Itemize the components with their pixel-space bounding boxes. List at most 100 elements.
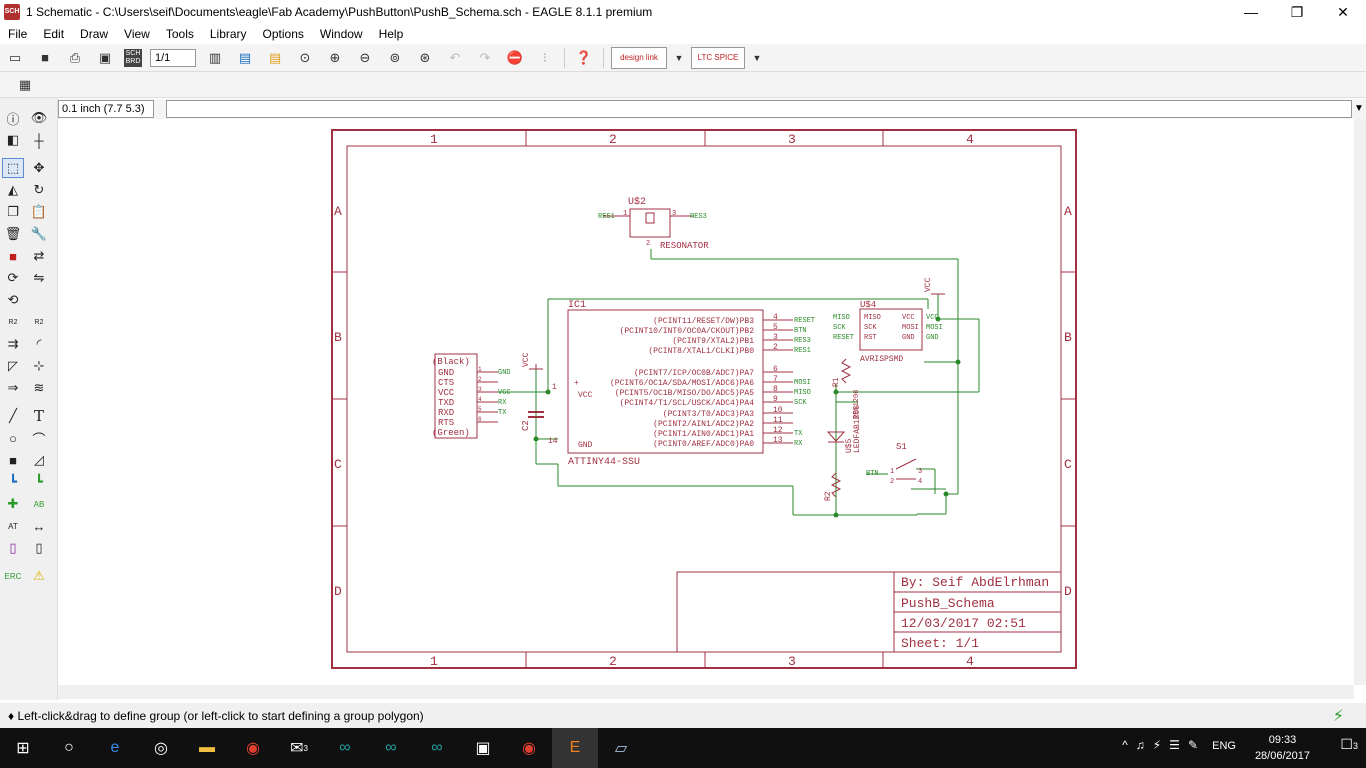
eagle-taskbar-icon[interactable]: E xyxy=(552,728,598,768)
module-icon[interactable]: ▯ xyxy=(35,540,43,555)
resistor-r1[interactable]: R1 RES1206 xyxy=(832,358,861,419)
resonator-u2[interactable]: U$2 RESONATOR RES1 RES3 1 3 2 xyxy=(598,196,709,251)
label-icon[interactable]: AB xyxy=(33,499,45,509)
grid-icon[interactable]: ▦ xyxy=(18,76,32,92)
rect-icon[interactable]: ■ xyxy=(9,452,17,468)
restore-button[interactable]: ❐ xyxy=(1290,3,1304,20)
cam-icon[interactable]: ▣ xyxy=(98,49,112,65)
frame-icon[interactable]: ▯ xyxy=(9,540,17,555)
zoom-fit-icon[interactable]: ⊙ xyxy=(299,49,311,65)
arduino-icon[interactable]: ∞ xyxy=(385,739,397,756)
search-icon[interactable]: ○ xyxy=(64,739,74,756)
replace-icon[interactable]: ⟳ xyxy=(7,270,19,285)
undo-icon[interactable]: ↶ xyxy=(449,49,461,65)
help-icon[interactable]: ❓ xyxy=(575,49,593,65)
schematic-drawing[interactable]: 1 2 3 4 1 2 3 4 A B C D A B C D By: Seif… xyxy=(58,119,1354,685)
eye-icon[interactable]: 👁 xyxy=(30,110,48,125)
ripup-icon[interactable]: ≋ xyxy=(33,380,45,395)
arduino-icon[interactable]: ∞ xyxy=(339,739,351,756)
zoom-in-icon[interactable]: ⊕ xyxy=(329,49,341,65)
zoom-select-icon[interactable]: ⊛ xyxy=(419,49,431,65)
menu-edit[interactable]: Edit xyxy=(43,27,65,41)
chrome-icon[interactable]: ◉ xyxy=(522,740,536,757)
sheets-icon[interactable]: ▥ xyxy=(208,49,222,65)
status-go-icon[interactable]: ⚡ xyxy=(1332,707,1344,725)
minimize-button[interactable]: — xyxy=(1244,4,1258,20)
sch-brd-switch-button[interactable]: SCH BRD xyxy=(124,48,142,67)
capacitor-c2[interactable]: C2 xyxy=(521,411,544,431)
menu-file[interactable]: File xyxy=(8,27,28,41)
stop-icon[interactable]: ⛔ xyxy=(506,49,524,65)
switch-s1[interactable]: S1 BTN 1 2 3 4 xyxy=(866,442,922,486)
value-icon[interactable]: R2 xyxy=(34,318,44,326)
zoom-redraw-icon[interactable]: ⊚ xyxy=(389,49,401,65)
ltc-spice-button[interactable]: LTC SPICE xyxy=(691,46,745,69)
explorer-icon[interactable]: ▬ xyxy=(199,739,215,756)
sheet-select[interactable]: 1/1 xyxy=(150,48,196,67)
notification-icon[interactable]: ☐3 xyxy=(1340,736,1358,752)
smash-icon[interactable]: ⇉ xyxy=(7,336,19,351)
redo-icon[interactable]: ↷ xyxy=(479,49,491,65)
optimize-icon[interactable]: ⊹ xyxy=(33,358,45,373)
copy-icon[interactable]: ❐ xyxy=(7,204,19,219)
miter-icon[interactable]: ◜ xyxy=(36,336,42,351)
print-icon[interactable]: ⎙ xyxy=(69,49,81,65)
erc-icon[interactable]: ERC xyxy=(4,571,22,581)
gateswap-icon[interactable]: ⇋ xyxy=(33,270,45,285)
warning-icon[interactable]: ⚠ xyxy=(33,568,45,583)
mirror-icon[interactable]: ◭ xyxy=(8,182,18,197)
command-input[interactable] xyxy=(166,100,1352,118)
wrench-icon[interactable]: 🔧 xyxy=(30,226,48,241)
menu-draw[interactable]: Draw xyxy=(80,27,109,41)
net-icon[interactable]: ┗ xyxy=(35,474,43,489)
menu-library[interactable]: Library xyxy=(209,27,247,41)
group-icon[interactable]: ⬚ xyxy=(2,158,24,178)
arduino-icon[interactable]: ∞ xyxy=(431,739,443,756)
junction-icon[interactable]: ✚ xyxy=(7,496,19,511)
paste-icon[interactable]: 📋 xyxy=(30,204,48,219)
mail-icon[interactable]: ✉3 xyxy=(290,740,308,757)
delete-icon[interactable]: 🗑 xyxy=(4,226,22,241)
edge-icon[interactable]: e xyxy=(110,739,120,756)
go-icon[interactable]: ⁝ xyxy=(542,49,548,65)
system-tray-icons[interactable]: ^♫⚡☰✎ xyxy=(1122,738,1206,752)
bus-icon[interactable]: ┗ xyxy=(9,474,17,489)
notepad-icon[interactable]: ▱ xyxy=(614,740,628,757)
resistor-r2[interactable]: R2 xyxy=(824,472,842,501)
schematic-canvas[interactable]: 1 2 3 4 1 2 3 4 A B C D A B C D By: Seif… xyxy=(58,119,1354,685)
mark-icon[interactable]: ┼ xyxy=(34,132,44,148)
led-u5[interactable]: U$5 LEDFAB1206 xyxy=(826,405,862,453)
ulp-icon[interactable]: ▤ xyxy=(268,49,282,65)
polygon-icon[interactable]: ◿ xyxy=(34,452,44,467)
dimension-icon[interactable]: ↔ xyxy=(32,518,46,534)
menu-window[interactable]: Window xyxy=(319,27,363,41)
route-icon[interactable]: ⇒ xyxy=(7,380,19,395)
attribute-icon[interactable]: AT xyxy=(8,521,18,531)
chrome-icon[interactable]: ◉ xyxy=(246,740,260,757)
chevron-down-icon[interactable]: ▼ xyxy=(752,52,762,63)
rotate-icon[interactable]: ↻ xyxy=(33,182,45,197)
zoom-out-icon[interactable]: ⊖ xyxy=(359,49,371,65)
close-button[interactable]: ✕ xyxy=(1337,3,1349,20)
horizontal-scrollbar[interactable] xyxy=(58,685,1354,699)
arc-icon[interactable]: ⌒ xyxy=(32,431,46,447)
media-icon[interactable]: ◎ xyxy=(154,740,168,757)
circle-icon[interactable]: ○ xyxy=(9,430,17,446)
chevron-down-icon[interactable]: ▼ xyxy=(674,52,684,63)
vertical-scrollbar[interactable] xyxy=(1354,119,1366,685)
invoke-icon[interactable]: ⟲ xyxy=(7,292,19,307)
layer-icon[interactable]: ◧ xyxy=(6,132,20,147)
language-indicator[interactable]: ENG xyxy=(1212,740,1236,752)
line-icon[interactable]: ╱ xyxy=(9,408,17,423)
menu-tools[interactable]: Tools xyxy=(165,27,194,41)
menu-options[interactable]: Options xyxy=(262,27,304,41)
move-icon[interactable]: ✥ xyxy=(33,160,45,175)
windows-start-icon[interactable]: ⊞ xyxy=(16,740,30,757)
open-icon[interactable]: ▭ xyxy=(8,49,22,65)
menu-view[interactable]: View xyxy=(124,27,150,41)
taskbar-clock[interactable]: 09:33 28/06/2017 xyxy=(1255,732,1310,764)
app-window-icon[interactable]: ▣ xyxy=(475,740,491,757)
ic1-attiny44[interactable]: IC1 ATTINY44-SSU VCC GND + 1 14 (PCINT11… xyxy=(548,300,815,468)
